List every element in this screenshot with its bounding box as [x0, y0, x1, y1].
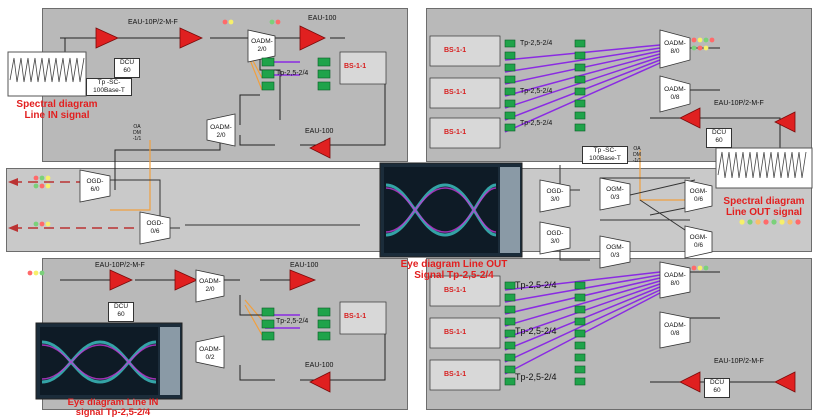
- tp-module-label-bottom-left: Tp-2,5-2/4: [276, 318, 308, 325]
- dcu-bottom-right: DCU 60: [704, 378, 730, 398]
- bs-label-top-right-3: BS-1-1: [444, 129, 466, 136]
- bs-label-top-right-2: BS-1-1: [444, 89, 466, 96]
- ogm-right-0-6: OGM- 0/6: [685, 188, 712, 204]
- tp-module-label-top-right-3: Tp-2,5-2/4: [520, 120, 552, 127]
- amplifier-label-bottom-right: EAU-10P/2-M-F: [714, 358, 764, 365]
- tp-base-label-right: 100Base-T: [583, 155, 627, 163]
- eau100-label-bottom: EAU-100: [290, 262, 318, 269]
- dcu-top-left: DCU 60: [114, 58, 140, 78]
- bs-label-bottom-right-3: BS-1-1: [444, 371, 466, 378]
- dcu-top-right-line1: DCU: [707, 129, 731, 137]
- caption-spectral-out: Spectral diagram Line OUT signal: [712, 196, 816, 218]
- caption-spectral-in-line1: Spectral diagram: [2, 99, 112, 110]
- ogd-mid-3-0-b: OGD- 3/0: [540, 230, 570, 246]
- dcu-top-right-line2: 60: [707, 137, 731, 145]
- tp-module-label-bottom-right-3: Tp-2,5-2/4: [515, 372, 557, 382]
- caption-spectral-out-line2: Line OUT signal: [712, 207, 816, 218]
- dcu-bottom-right-line1: DCU: [705, 379, 729, 387]
- dcu-top-left-line2: 60: [115, 67, 139, 75]
- tp-module-label-top-right-2: Tp-2,5-2/4: [520, 88, 552, 95]
- tp-module-label-bottom-right-1: Tp-2,5-2/4: [515, 280, 557, 290]
- caption-eye-in-line2: signal Tp-2,5-2/4: [46, 408, 180, 418]
- ogd-mid-3-0: OGD- 3/0: [540, 188, 570, 204]
- dcu-top-right: DCU 60: [706, 128, 732, 148]
- caption-eye-out-line2: Signal Tp-2,5-2/4: [384, 270, 524, 281]
- dcu-bottom-left: DCU 60: [108, 302, 134, 322]
- tp-module-label-top-left: Tp-2,5-2/4: [276, 70, 308, 77]
- oadm-top-right-0-8: OADM- 0/8: [660, 86, 690, 102]
- tp-sc-box-left: Tp -SC- 100Base-T: [86, 78, 132, 96]
- ogd-left-6-0: OGD- 6/0: [80, 178, 110, 194]
- oadm-top-left-2-0-b: OADM- 2/0: [207, 124, 235, 140]
- caption-spectral-in-line2: Line IN signal: [2, 110, 112, 121]
- tp-module-label-top-right-1: Tp-2,5-2/4: [520, 40, 552, 47]
- amplifier-label-top-right: EAU-10P/2-M-F: [714, 100, 764, 107]
- tp-sc-label-right: Tp -SC-: [583, 147, 627, 155]
- ogm-right-0-6-b: OGM- 0/6: [685, 234, 712, 250]
- eau100-label-top: EAU-100: [308, 15, 336, 22]
- tp-base-label-left: 100Base-T: [87, 87, 131, 95]
- bs-label-bottom-left: BS-1-1: [344, 313, 366, 320]
- tp-sc-label-left: Tp -SC-: [87, 79, 131, 87]
- dcu-bottom-right-line2: 60: [705, 387, 729, 395]
- ogm-mid-0-3-b: OGM- 0/3: [600, 244, 630, 260]
- oa-dm-left: OA DM -1/1: [128, 124, 146, 150]
- oadm-bottom-left-0-2: OADM- 0/2: [196, 346, 224, 362]
- bs-label-bottom-right-1: BS-1-1: [444, 287, 466, 294]
- oadm-bottom-left-2-0: OADM- 2/0: [196, 278, 224, 294]
- tp-sc-box-right: Tp -SC- 100Base-T: [582, 146, 628, 164]
- caption-eye-out: Eye diagram Line OUT Signal Tp-2,5-2/4: [384, 259, 524, 281]
- oadm-top-left-2-0: OADM- 2/0: [250, 38, 274, 54]
- ogd-left-0-6: OGD- 0/6: [140, 220, 170, 236]
- bs-label-top-left: BS-1-1: [344, 63, 366, 70]
- amplifier-label-bottom-left: EAU-10P/2-M-F: [95, 262, 145, 269]
- amplifier-label-top-left: EAU-10P/2-M-F: [128, 19, 178, 26]
- dcu-bottom-left-line2: 60: [109, 311, 133, 319]
- eau100-label-bottom-return: EAU-100: [305, 362, 333, 369]
- caption-spectral-out-line1: Spectral diagram: [712, 196, 816, 207]
- caption-eye-in: Eye diagram Line IN signal Tp-2,5-2/4: [46, 398, 180, 418]
- oadm-bottom-right-8-0: OADM- 8/0: [660, 272, 690, 288]
- dcu-top-left-line1: DCU: [115, 59, 139, 67]
- bs-label-top-right-1: BS-1-1: [444, 47, 466, 54]
- caption-spectral-in: Spectral diagram Line IN signal: [2, 99, 112, 121]
- oadm-bottom-right-0-8: OADM- 0/8: [660, 322, 690, 338]
- bs-label-bottom-right-2: BS-1-1: [444, 329, 466, 336]
- eau100-label-top-return: EAU-100: [305, 128, 333, 135]
- oa-dm-right: OA DM -1/1: [628, 146, 646, 172]
- dcu-bottom-left-line1: DCU: [109, 303, 133, 311]
- caption-eye-out-line1: Eye diagram Line OUT: [384, 259, 524, 270]
- ogm-mid-0-3: OGM- 0/3: [600, 186, 630, 202]
- oadm-top-right-8-0: OADM- 8/0: [660, 40, 690, 56]
- tp-module-label-bottom-right-2: Tp-2,5-2/4: [515, 326, 557, 336]
